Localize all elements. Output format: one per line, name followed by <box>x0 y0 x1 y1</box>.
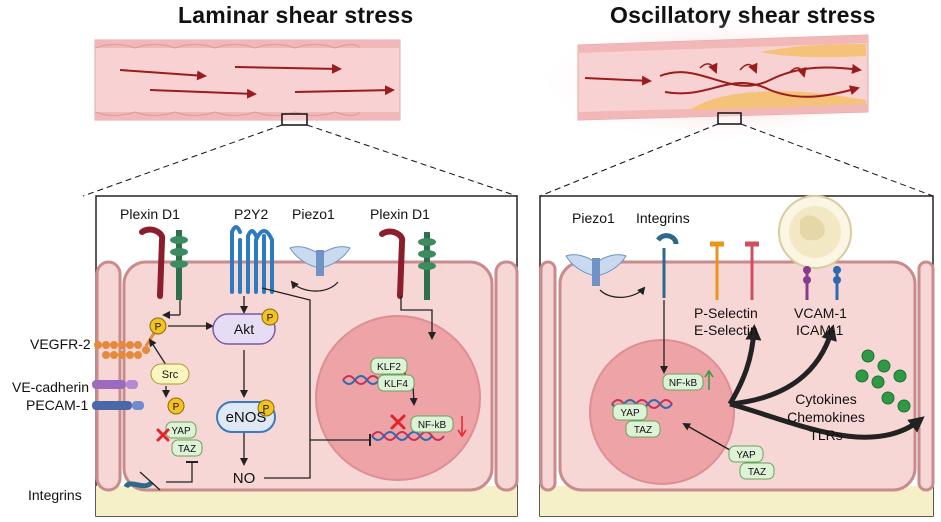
zoom-line <box>740 123 934 197</box>
label-cytokines: Cytokines <box>795 391 856 407</box>
akt-node <box>212 313 276 345</box>
label-vegfr2: VEGFR-2 <box>30 336 91 352</box>
laminar-zoom-box <box>281 113 308 126</box>
label-yap: YAP <box>171 426 191 437</box>
klf4-node <box>377 374 415 392</box>
label-tlrs: TLRs <box>809 427 842 443</box>
down-arrow-icon <box>457 429 467 438</box>
p-badge-label: P <box>155 322 162 333</box>
label-e-selectin: E-Selectin <box>694 322 758 338</box>
label-taz-cytoplasm: TAZ <box>748 467 766 478</box>
label-ve-cadherin: VE-cadherin <box>12 379 89 395</box>
label-yap-cytoplasm: YAP <box>736 450 756 461</box>
oscillatory-nucleus <box>589 339 735 485</box>
label-nfkb: NF-kB <box>418 420 447 431</box>
taz-node <box>171 439 203 457</box>
label-vcam1: VCAM-1 <box>794 305 847 321</box>
pecam1-icon <box>92 401 144 410</box>
label-p2y2: P2Y2 <box>234 206 268 222</box>
nfkb-node <box>410 415 454 433</box>
zoom-line <box>82 124 283 197</box>
label-p-selectin: P-Selectin <box>694 305 758 321</box>
nfkb-node <box>662 373 704 391</box>
label-enos: eNOS <box>226 409 267 426</box>
ve-cadherin-icon <box>92 380 138 389</box>
laminar-vessel <box>94 39 401 121</box>
integrin-icon <box>123 480 154 489</box>
oscillatory-zoom-box <box>717 112 742 125</box>
label-piezo1: Piezo1 <box>292 206 335 222</box>
secreted-factor-icon <box>855 349 911 413</box>
title-laminar: Laminar shear stress <box>178 2 414 28</box>
vegfr2-receptor-icon <box>94 329 158 359</box>
p-badge-label: P <box>267 313 274 324</box>
zoom-line <box>539 123 719 197</box>
laminar-nucleus <box>315 315 481 481</box>
klf2-node <box>370 357 408 375</box>
selectin-icon <box>710 241 759 300</box>
yap-node <box>612 403 648 421</box>
leukocyte-icon <box>778 195 852 269</box>
label-icam1: ICAM-1 <box>796 322 844 338</box>
src-node <box>150 363 190 385</box>
label-akt: Akt <box>234 321 254 337</box>
p-badge-label: P <box>263 404 270 415</box>
label-klf2: KLF2 <box>377 362 401 373</box>
p2y2-receptor-icon <box>230 225 274 294</box>
phospho-badges <box>149 308 279 417</box>
inhibit-x-icon <box>156 414 406 442</box>
yap-node-cytoplasm <box>728 445 764 463</box>
label-chemokines: Chemokines <box>787 409 865 425</box>
label-integrins: Integrins <box>28 487 82 503</box>
cam-icon <box>803 266 841 300</box>
oscillatory-vessel <box>535 15 905 145</box>
label-plexin-d1: Plexin D1 <box>120 206 180 222</box>
label-piezo1: Piezo1 <box>572 210 615 226</box>
p-badge-label: P <box>173 402 180 413</box>
up-arrow-icon <box>704 369 714 390</box>
label-klf4: KLF4 <box>384 379 408 390</box>
label-no: NO <box>233 470 256 487</box>
label-nfkb: NF-kB <box>669 378 698 389</box>
integrin-link <box>139 471 161 491</box>
label-integrins: Integrins <box>636 210 690 226</box>
taz-node-cytoplasm <box>739 462 775 480</box>
label-pecam1: PECAM-1 <box>26 397 88 413</box>
piezo1-channel-icon <box>289 246 351 292</box>
plexin-d1-receptor-icon <box>379 228 436 300</box>
plexin-d1-receptor-icon <box>139 226 188 300</box>
label-yap: YAP <box>620 408 640 419</box>
label-taz: TAZ <box>178 444 196 455</box>
label-taz: TAZ <box>634 425 652 436</box>
zoom-line <box>306 124 518 197</box>
label-src: Src <box>162 369 179 381</box>
piezo1-channel-icon <box>565 254 646 298</box>
taz-node <box>625 420 661 438</box>
label-plexin-d1: Plexin D1 <box>370 206 430 222</box>
integrin-icon <box>656 233 679 298</box>
oscillatory-arrows <box>660 300 925 459</box>
